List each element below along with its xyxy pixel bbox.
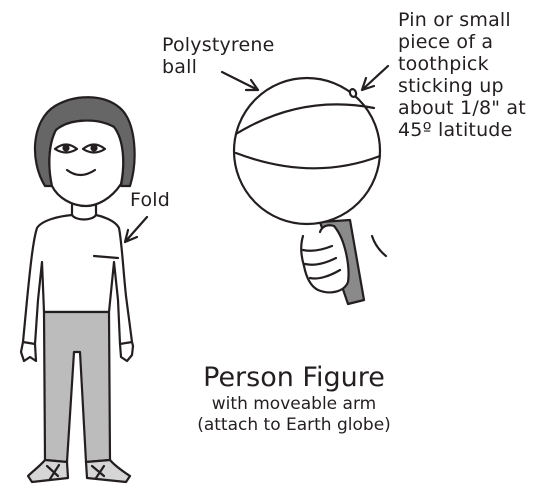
- label-polystyrene-ball: Polystyrene ball: [162, 34, 275, 78]
- fold-arrow: [125, 217, 147, 242]
- left-eye: [55, 144, 77, 152]
- label-pin-line-3: toothpick: [398, 53, 526, 75]
- face: [49, 121, 123, 206]
- title-main: Person Figure: [170, 362, 418, 394]
- left-shoe: [28, 460, 68, 482]
- polystyrene-ball: [234, 78, 380, 224]
- label-polystyrene-line-2: ball: [162, 56, 275, 78]
- label-pin-line-1: Pin or small: [398, 9, 526, 31]
- pants: [44, 312, 110, 462]
- title-block: Person Figure with moveable arm (attach …: [170, 362, 418, 436]
- label-pin-line-6: 45º latitude: [398, 119, 526, 141]
- decorative-curve: [372, 236, 386, 256]
- label-polystyrene-line-1: Polystyrene: [162, 34, 275, 56]
- title-sub-line-1: with moveable arm: [170, 394, 418, 415]
- right-shoe: [86, 460, 130, 482]
- right-hand: [120, 342, 133, 361]
- title-sub-line-2: (attach to Earth globe): [170, 415, 418, 436]
- label-pin-line-5: about 1/8" at: [398, 97, 526, 119]
- label-pin-line-4: sticking up: [398, 75, 526, 97]
- pin-arrow: [362, 66, 388, 90]
- person-figure: [21, 97, 135, 482]
- label-pin: Pin or small piece of a toothpick sticki…: [398, 9, 526, 141]
- label-pin-line-2: piece of a: [398, 31, 526, 53]
- right-eye: [83, 144, 105, 152]
- globe-assembly: [234, 78, 380, 304]
- label-fold: Fold: [130, 189, 170, 211]
